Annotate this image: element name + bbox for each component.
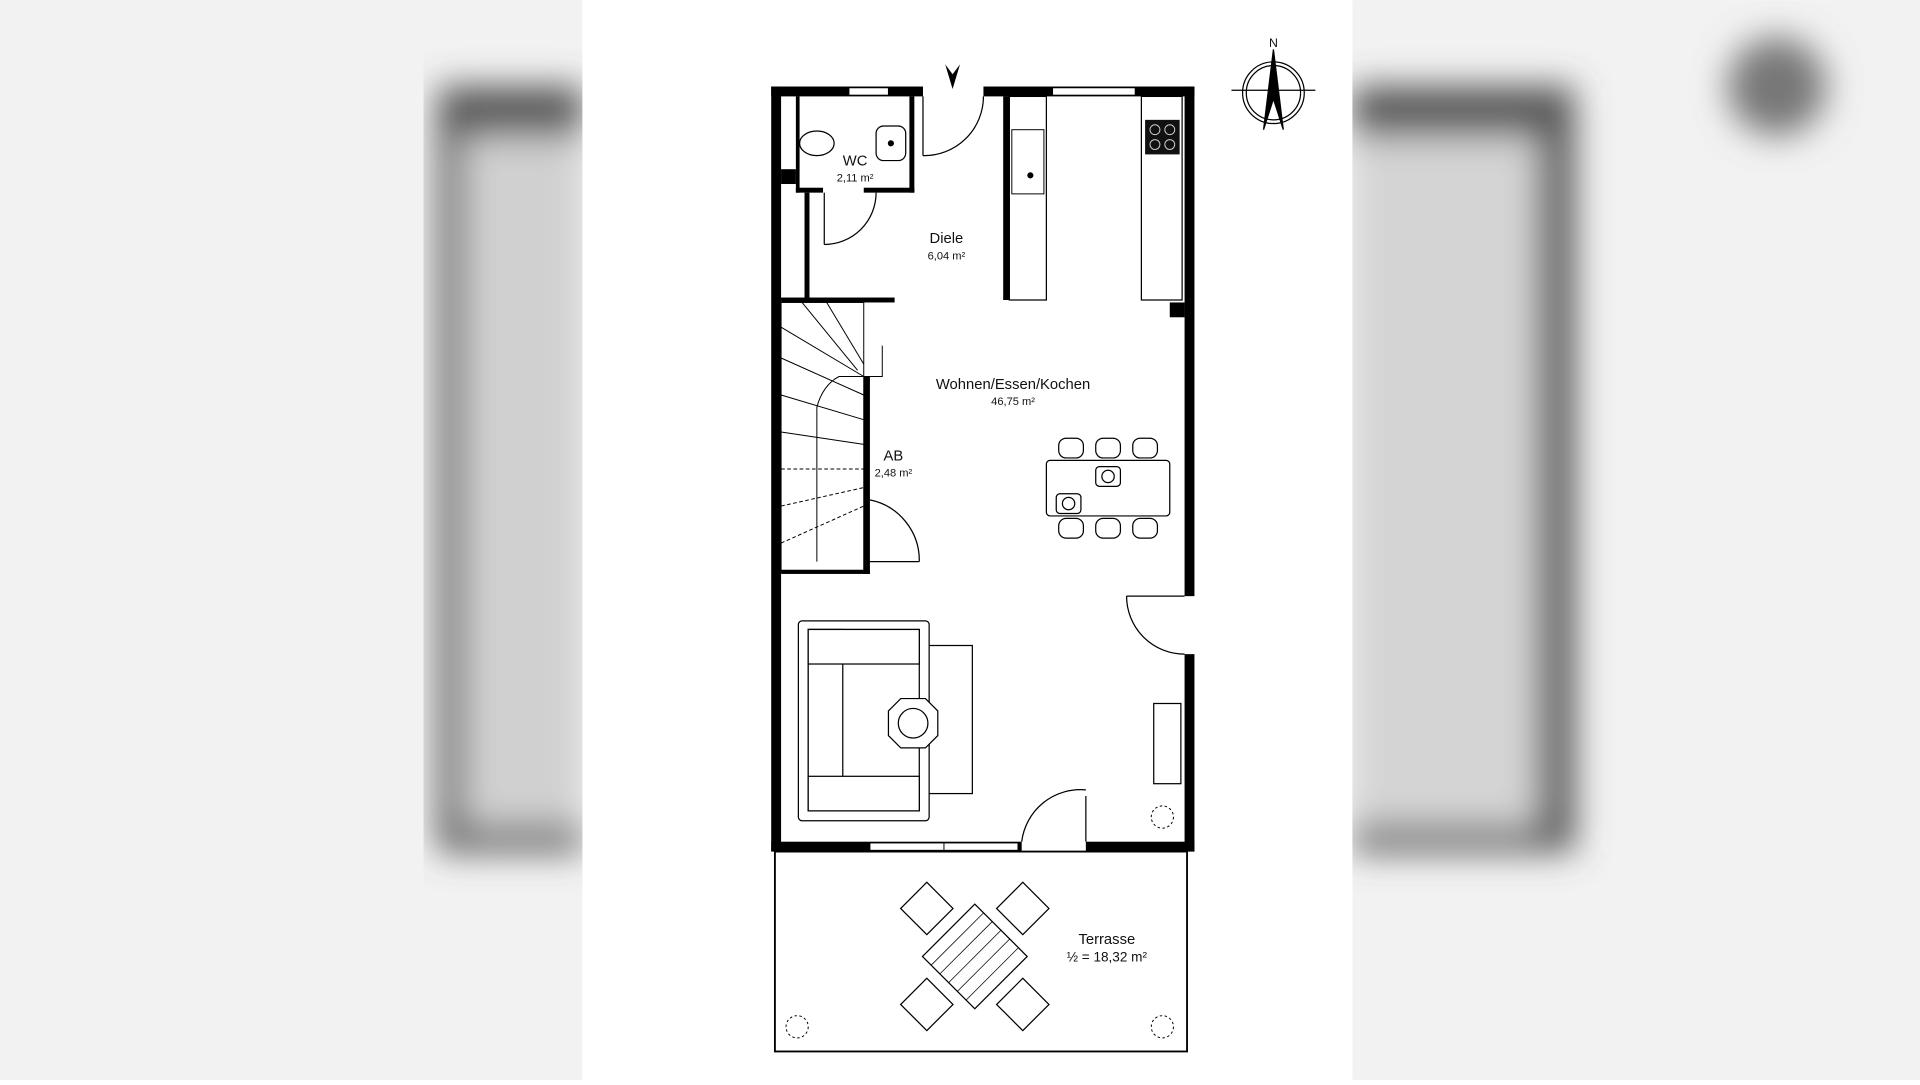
room-area-wohnen: 46,75 m² — [991, 396, 1035, 408]
compass-icon — [1231, 49, 1316, 130]
room-name-ab: AB — [883, 448, 903, 464]
room-area-diele: 6,04 m² — [928, 250, 966, 262]
room-name-wc: WC — [843, 154, 868, 170]
living-furniture — [797, 620, 973, 822]
wc-fixtures — [798, 125, 907, 162]
room-name-wohnen: Wohnen/Essen/Kochen — [936, 377, 1090, 393]
entrance-arrow-icon — [945, 64, 960, 89]
plant-icons — [785, 805, 1174, 1039]
toilet-icon — [798, 130, 835, 157]
plan-panel — [582, 0, 1353, 1080]
sink-icon — [1011, 129, 1045, 195]
washbasin-icon — [875, 125, 907, 162]
dining-table — [1045, 437, 1171, 539]
sideboard — [1153, 702, 1182, 785]
terrace-table — [899, 881, 1050, 1032]
cooktop-icon — [1145, 119, 1180, 155]
interior-walls — [781, 96, 1185, 574]
doors — [823, 96, 1185, 842]
room-area-wc: 2,11 m² — [837, 173, 874, 185]
room-labels: WC 2,11 m² Diele 6,04 m² Wohnen/Essen/Ko… — [837, 154, 1148, 965]
kitchen — [1003, 95, 1183, 301]
blurred-background-left — [0, 0, 583, 1080]
staircase — [780, 301, 883, 571]
room-area-terrasse: ½ = 18,32 m² — [1067, 949, 1148, 964]
room-area-ab: 2,48 m² — [875, 467, 913, 479]
room-name-terrasse: Terrasse — [1078, 932, 1135, 948]
blurred-background-right — [1352, 0, 1920, 1080]
room-name-diele: Diele — [930, 231, 964, 247]
compass-north-label: N — [1269, 36, 1278, 50]
windows — [848, 87, 1136, 851]
